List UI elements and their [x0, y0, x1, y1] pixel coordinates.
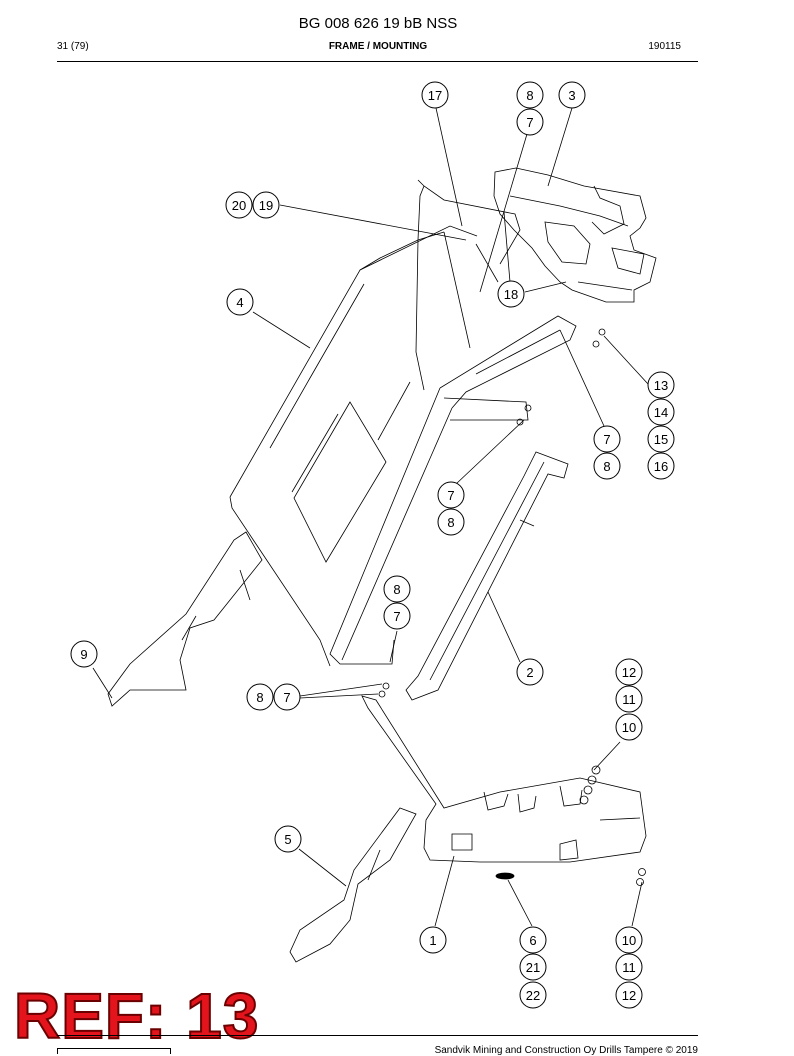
callout-7: 7: [383, 602, 411, 630]
callout-8: 8: [246, 683, 274, 711]
svg-text:7: 7: [283, 690, 290, 705]
svg-text:5: 5: [284, 832, 291, 847]
svg-text:10: 10: [622, 933, 636, 948]
part-outlines: [107, 167, 657, 963]
footer-rule: [57, 1035, 698, 1036]
part-9-arm: [107, 531, 263, 707]
company-logo: [57, 1048, 171, 1054]
svg-text:9: 9: [80, 647, 87, 662]
svg-text:7: 7: [447, 488, 454, 503]
svg-text:8: 8: [447, 515, 454, 530]
callout-21: 21: [519, 953, 547, 981]
callout-22: 22: [519, 981, 547, 1009]
svg-text:15: 15: [654, 432, 668, 447]
part-callouts: 17 8 7 3 20 19 18 4 13 14 15 7 16 8 7 8 …: [70, 81, 675, 1009]
callout-9: 9: [70, 640, 98, 668]
footer-copyright: Sandvik Mining and Construction Oy Drill…: [434, 1045, 698, 1056]
callout-7: 7: [516, 108, 544, 136]
callout-7: 7: [593, 425, 621, 453]
callout-10: 10: [615, 926, 643, 954]
header-rule: [57, 61, 698, 62]
callout-20: 20: [225, 191, 253, 219]
svg-text:4: 4: [236, 295, 243, 310]
callout-8: 8: [516, 81, 544, 109]
svg-text:12: 12: [622, 988, 636, 1003]
svg-text:8: 8: [256, 690, 263, 705]
callout-4: 4: [226, 288, 254, 316]
svg-text:8: 8: [393, 582, 400, 597]
callout-8: 8: [437, 508, 465, 536]
callout-13: 13: [647, 371, 675, 399]
svg-text:8: 8: [526, 88, 533, 103]
callout-12: 12: [615, 981, 643, 1009]
callout-12: 12: [615, 658, 643, 686]
part-1-base: [361, 695, 647, 863]
callout-16: 16: [647, 452, 675, 480]
callout-6: 6: [519, 926, 547, 954]
ref-stamp: REF: 13: [13, 980, 260, 1052]
callout-18: 18: [497, 280, 525, 308]
svg-text:10: 10: [622, 720, 636, 735]
svg-text:20: 20: [232, 198, 246, 213]
svg-text:3: 3: [568, 88, 575, 103]
callout-7: 7: [273, 683, 301, 711]
svg-text:7: 7: [603, 432, 610, 447]
callout-11: 11: [615, 685, 643, 713]
svg-text:6: 6: [529, 933, 536, 948]
svg-text:18: 18: [504, 287, 518, 302]
page-number: 31 (79): [57, 41, 89, 52]
callout-3: 3: [558, 81, 586, 109]
callout-8: 8: [383, 575, 411, 603]
callout-5: 5: [274, 825, 302, 853]
callout-15: 15: [647, 425, 675, 453]
svg-text:7: 7: [526, 115, 533, 130]
callout-10: 10: [615, 713, 643, 741]
section-title: FRAME / MOUNTING: [328, 41, 428, 52]
svg-text:13: 13: [654, 378, 668, 393]
document-date: 190115: [648, 41, 681, 52]
svg-text:8: 8: [603, 459, 610, 474]
svg-text:12: 12: [622, 665, 636, 680]
callout-1: 1: [419, 926, 447, 954]
callout-8: 8: [593, 452, 621, 480]
callout-2: 2: [516, 658, 544, 686]
svg-text:21: 21: [526, 960, 540, 975]
leader-lines: [92, 107, 649, 927]
callout-17: 17: [421, 81, 449, 109]
document-title: BG 008 626 19 bB NSS: [298, 15, 458, 32]
svg-text:16: 16: [654, 459, 668, 474]
callout-11: 11: [615, 953, 643, 981]
svg-text:14: 14: [654, 405, 668, 420]
part-2-rail: [405, 451, 569, 701]
svg-text:17: 17: [428, 88, 442, 103]
callout-7: 7: [437, 481, 465, 509]
part-3-bracket: [493, 167, 657, 303]
svg-text:22: 22: [526, 988, 540, 1003]
hardware-parts: [378, 328, 646, 886]
callout-19: 19: [252, 191, 280, 219]
svg-text:7: 7: [393, 609, 400, 624]
svg-text:2: 2: [526, 665, 533, 680]
callout-14: 14: [647, 398, 675, 426]
part-5-arm: [289, 807, 417, 963]
svg-text:11: 11: [622, 960, 636, 975]
svg-text:11: 11: [622, 692, 636, 707]
svg-text:1: 1: [429, 933, 436, 948]
svg-text:19: 19: [259, 198, 273, 213]
